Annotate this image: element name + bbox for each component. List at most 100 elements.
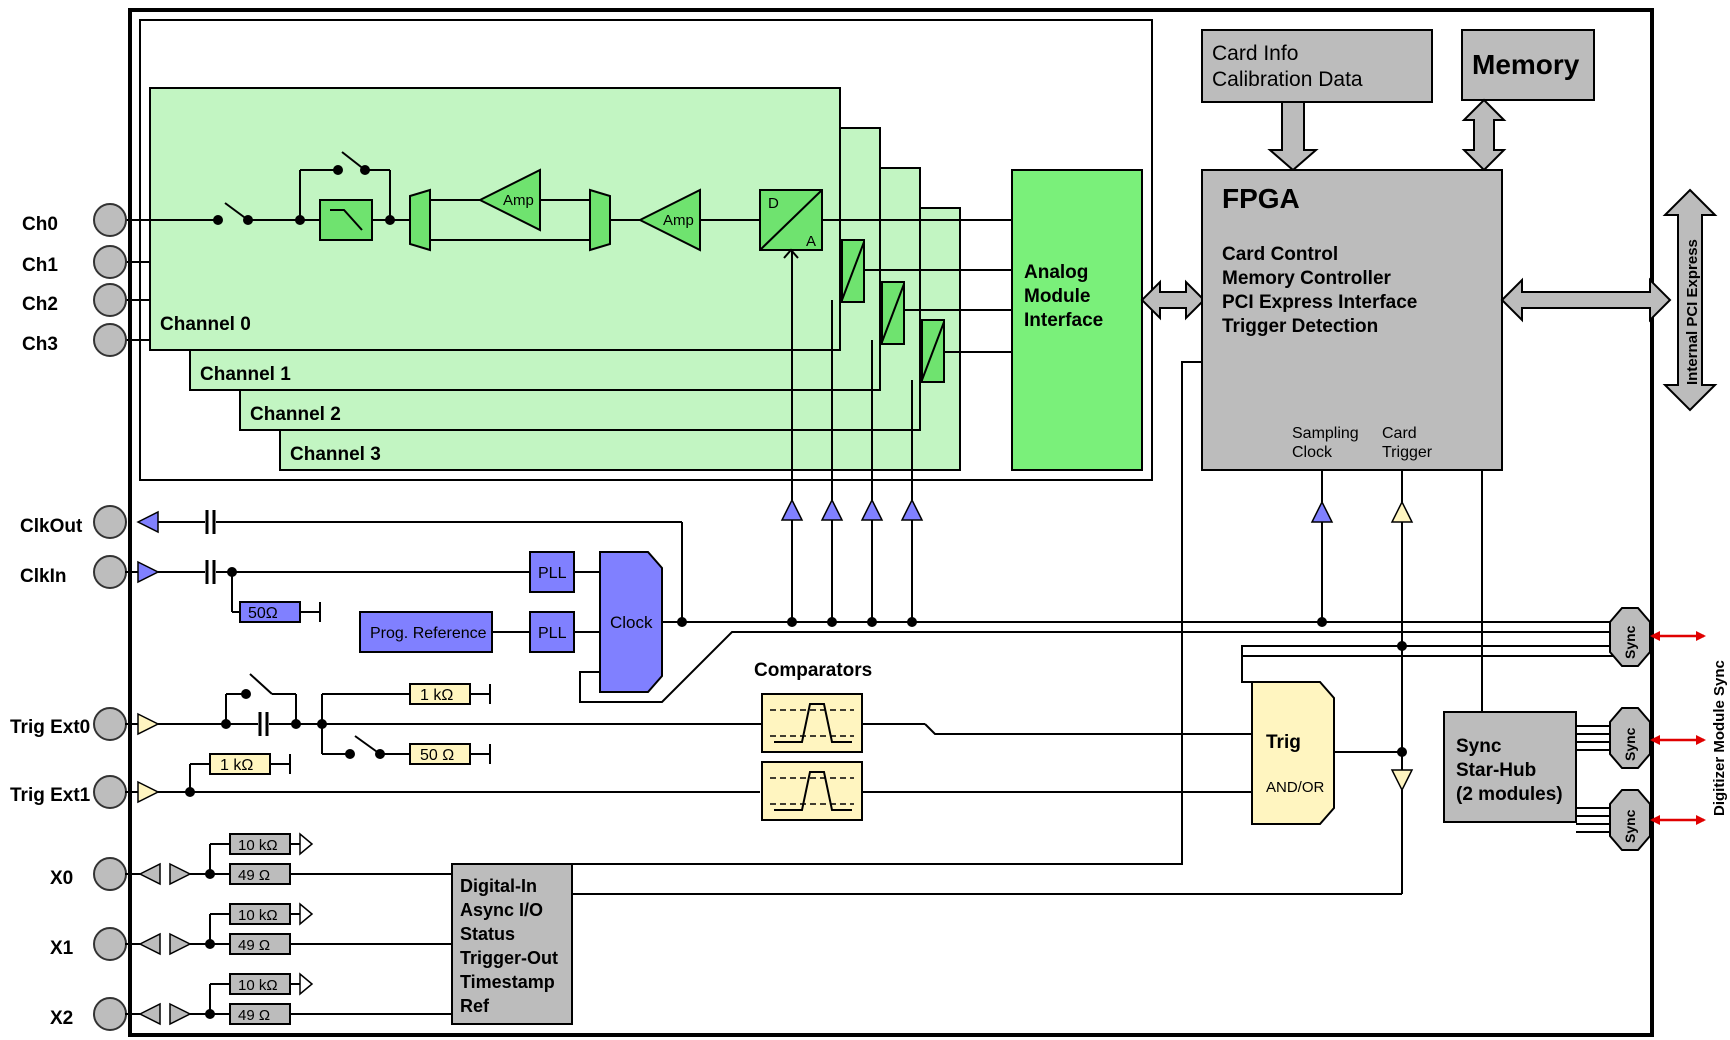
digital-io-block [451,863,573,1025]
x1-10k-resistor [229,903,291,925]
sync-top-label: Sync [1622,625,1638,659]
ch3-connector[interactable] [93,323,127,357]
channel-1-label: Channel 1 [200,364,291,385]
sync-arrows [1650,631,1706,825]
channel-2-label: Channel 2 [250,404,341,425]
digital-io-line-6: Ref [460,996,490,1016]
ch0-connector[interactable] [93,203,127,237]
fpga-clock-buffer [1310,500,1334,523]
fpga-line-2: Memory Controller [1222,268,1392,289]
clkout-label: ClkOut [20,516,83,537]
fpga-line-3: PCI Express Interface [1222,292,1417,313]
channel-output-wires [125,219,1012,353]
adc-clock-buffer-1 [820,498,844,521]
trig0-50-label: 50 Ω [420,747,454,764]
trig1-label: Trig Ext1 [10,785,91,806]
prog-reference-label: Prog. Reference [370,625,487,642]
memory-label: Memory [1472,49,1580,80]
ch1-connector[interactable] [93,245,127,279]
channel-3-label: Channel 3 [290,444,381,465]
x0-49-label: 49 Ω [238,867,270,884]
trig0-50-resistor [409,743,471,765]
adc-d-label: D [768,195,779,212]
adc-clock-buffer-2 [860,498,884,521]
x2-10k-resistor [229,973,291,995]
filter-block [319,199,373,241]
star-hub-wires [1576,725,1610,833]
comparator-1 [761,761,863,821]
pll-2-label: PLL [538,625,567,642]
card-trigger-buffer [1390,500,1414,523]
clock-block [599,551,663,693]
clkin-connector[interactable] [93,555,127,589]
input-connectors [93,203,127,1031]
card-info-block [1201,29,1433,103]
trig0-connector[interactable] [93,707,127,741]
x1-connector[interactable] [93,927,127,961]
card-info-line-2: Calibration Data [1212,68,1363,91]
analog-module-interface [1011,169,1143,471]
analog-module-line-2: Module [1024,286,1091,307]
pcie-arrow [1662,188,1718,412]
amp-2-label: Amp [663,212,694,229]
memory-block [1461,29,1595,101]
fpga-line-1: Card Control [1222,244,1338,265]
pll-1 [529,551,575,593]
star-hub-line-1: Sync [1456,736,1502,757]
prog-reference-block [359,611,493,653]
x0-49-resistor [229,863,291,885]
x2-49-resistor [229,1003,291,1025]
pll-1-label: PLL [538,565,567,582]
x1-49-label: 49 Ω [238,937,270,954]
x2-label: X2 [50,1008,73,1029]
digital-io-line-1: Digital-In [460,876,537,896]
adc-a-label: A [806,233,816,250]
fpga-pcie-bus-arrow [1500,277,1672,323]
x1-label: X1 [50,938,74,959]
x0-10k-label: 10 kΩ [238,837,278,854]
clock-label: Clock [610,613,653,632]
mux-right [589,188,611,252]
clkin-termination-label: 50Ω [248,605,278,622]
digitizer-module-sync-label: Digitizer Module Sync [1711,660,1728,816]
trig1-1k-label: 1 kΩ [220,757,253,774]
x1-10k-label: 10 kΩ [238,907,278,924]
ch1-label: Ch1 [22,255,58,276]
x0-label: X0 [50,868,73,889]
star-hub-block [1443,711,1577,823]
digital-io-line-5: Timestamp [460,972,555,992]
fpga-block [1201,169,1503,471]
trig1-1k-resistor [209,753,271,775]
sync-connector-bottom[interactable]: Sync [1609,789,1651,851]
clkout-connector[interactable] [93,505,127,539]
fpga-trigger-2: Trigger [1382,444,1433,461]
channel-0-signal-chain: Amp Amp D A [125,151,823,259]
channel-0-label: Channel 0 [160,314,251,335]
comparator-0 [761,693,863,753]
card-info-arrow [1267,101,1319,172]
fpga-title: FPGA [1222,183,1300,214]
digital-io-line-3: Status [460,924,515,944]
fpga-line-4: Trigger Detection [1222,316,1378,337]
sync-connector-mid[interactable]: Sync [1609,707,1651,769]
analog-section-frame [139,19,1153,481]
x2-connector[interactable] [93,997,127,1031]
digital-io-wires [125,832,452,1026]
clkin-label: ClkIn [20,566,66,587]
digital-io-line-2: Async I/O [460,900,543,920]
x0-connector[interactable] [93,857,127,891]
trigger-section-wires [125,361,1620,895]
adc-clock-buffer-3 [900,498,924,521]
analog-module-line-1: Analog [1024,262,1088,283]
pcie-label: Internal PCI Express [1684,239,1701,385]
trig-block [1251,681,1335,825]
amp-1-label: Amp [503,192,534,209]
ch2-connector[interactable] [93,283,127,317]
trig1-connector[interactable] [93,775,127,809]
card-info-line-1: Card Info [1212,42,1298,65]
digital-io-line-4: Trigger-Out [460,948,558,968]
sync-connector-top[interactable]: Sync [1609,607,1651,667]
ch0-label: Ch0 [22,214,58,235]
x1-49-resistor [229,933,291,955]
x0-10k-resistor [229,833,291,855]
